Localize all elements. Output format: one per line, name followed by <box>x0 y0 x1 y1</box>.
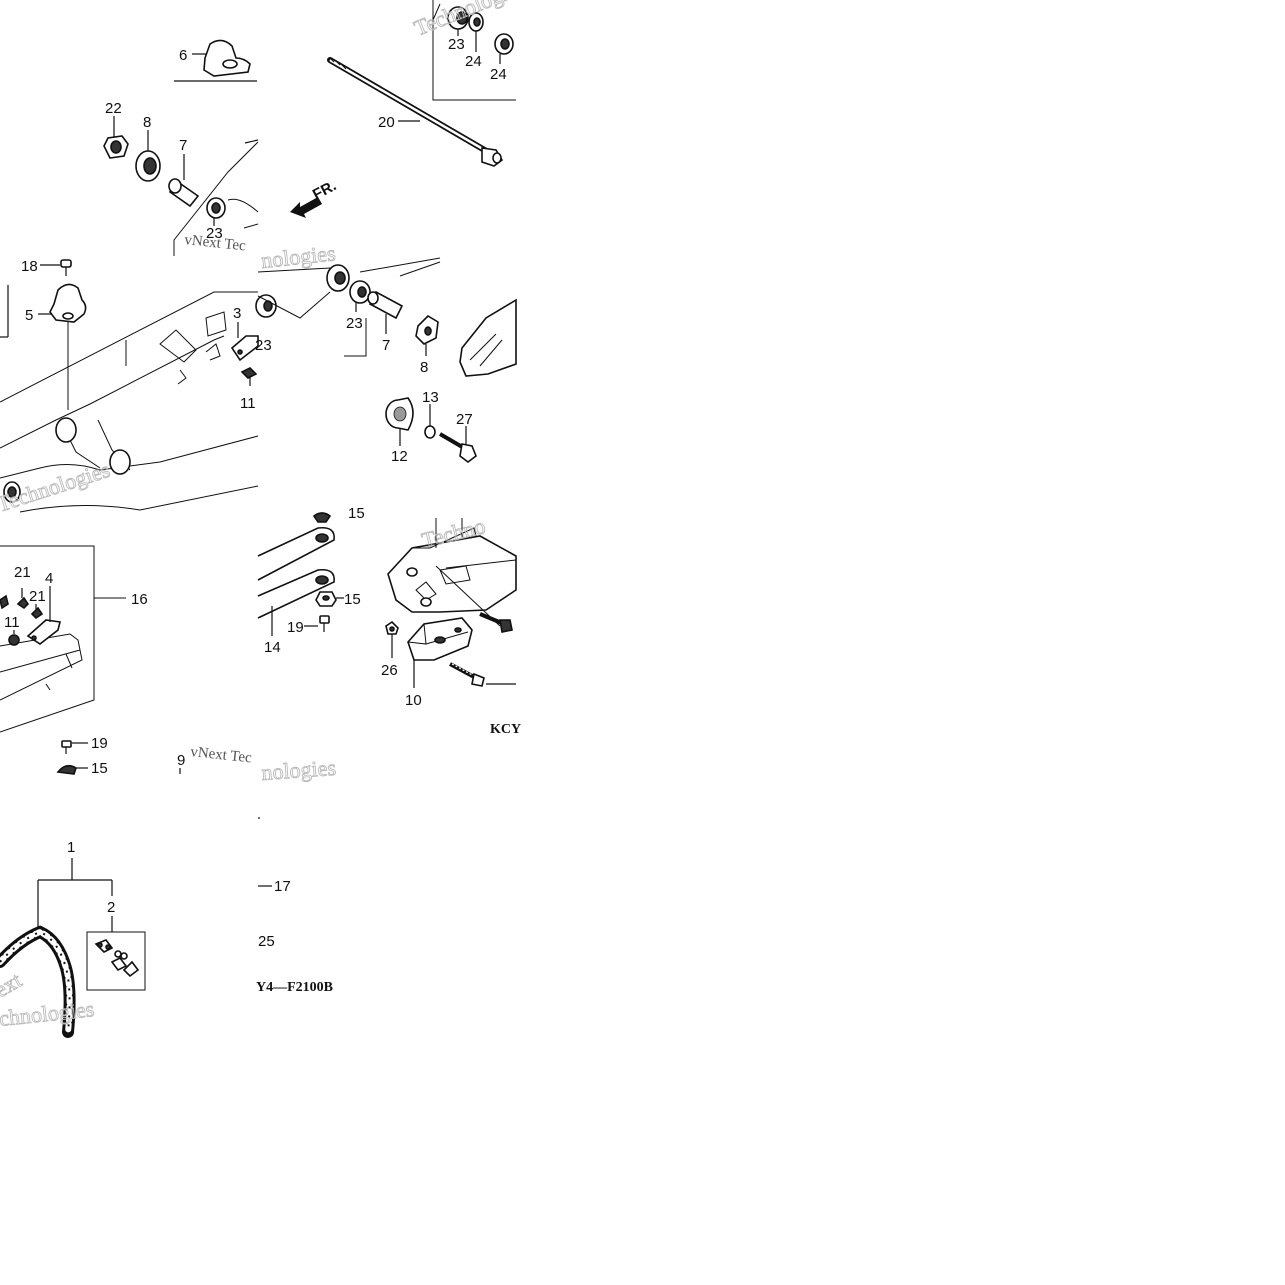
part-24-seal-top <box>468 12 484 52</box>
callout-23-mid-right: 23 <box>346 315 363 332</box>
diagram-code-top: KCY <box>490 722 521 737</box>
tile-top-right: FR. <box>290 0 516 218</box>
callout-24-top: 24 <box>465 53 482 70</box>
part-24-seal-top-2 <box>494 33 514 64</box>
part-14-adjuster <box>257 512 335 636</box>
part-19-bolt-lower <box>61 740 88 754</box>
part-23-bearing <box>206 197 226 226</box>
callout-18: 18 <box>21 258 38 275</box>
callout-20: 20 <box>378 114 395 131</box>
part-13-washer <box>424 404 436 439</box>
callout-11-upper: 11 <box>240 395 256 412</box>
watermark-1: Technologies <box>411 0 529 41</box>
callout-21-upper: 21 <box>14 564 31 581</box>
callout-labels: 1 2 3 4 5 6 7 7 8 8 9 10 11 11 12 13 14 … <box>4 36 507 950</box>
callout-11-lower: 11 <box>4 614 20 631</box>
part-5-clamp <box>38 283 127 410</box>
callout-27: 27 <box>456 411 473 428</box>
callout-19-left: 19 <box>91 735 108 752</box>
diagram-code-bottom: Y4—F2100B <box>256 980 333 995</box>
part-1-drive-chain <box>0 858 113 1038</box>
part-21-bolt <box>0 588 44 620</box>
part-8-seal <box>135 130 161 182</box>
part-10-slider <box>407 617 473 688</box>
watermark-4: Technologies <box>0 457 113 517</box>
part-12-roller <box>385 397 414 446</box>
callout-24-right: 24 <box>490 66 507 83</box>
callout-7-upper: 7 <box>179 137 187 154</box>
callout-4: 4 <box>45 570 53 587</box>
part-7-collar-right <box>367 290 404 334</box>
part-20-pivot-bolt <box>327 57 504 167</box>
part-15-nut-lower <box>56 764 88 775</box>
tile-lower-right <box>257 512 517 688</box>
part-18-bolt <box>40 259 72 276</box>
slider-bolt <box>449 662 516 687</box>
watermark-7: nologies <box>261 755 337 785</box>
tile-mid-right <box>257 257 517 463</box>
part-23-bearing-mid <box>255 294 277 318</box>
callout-23-top: 23 <box>448 36 465 53</box>
callout-2: 2 <box>107 899 115 916</box>
tile-bottom-left <box>0 858 146 1038</box>
callout-17: 17 <box>274 878 291 895</box>
callout-8-lower: 8 <box>420 359 428 376</box>
part-4-plate <box>26 586 61 645</box>
tile-lower-left <box>0 545 126 775</box>
callout-23-mid-left: 23 <box>255 337 272 354</box>
callout-5: 5 <box>25 307 33 324</box>
part-27-bolt <box>438 426 477 463</box>
part-22-nut <box>103 116 129 159</box>
callout-9: 9 <box>177 752 185 769</box>
callout-15-mid: 15 <box>344 591 361 608</box>
part-6-clamp <box>174 39 257 82</box>
part-23-bearing-right <box>349 280 371 312</box>
callout-13: 13 <box>422 389 439 406</box>
part-2-master-link <box>86 916 146 991</box>
watermark-8: ext <box>0 967 26 1002</box>
callout-8-upper: 8 <box>143 114 151 131</box>
callout-15-left: 15 <box>91 760 108 777</box>
callout-22: 22 <box>105 100 122 117</box>
callout-6: 6 <box>179 47 187 64</box>
callout-3: 3 <box>233 305 241 322</box>
part-8-seal-right <box>415 314 439 356</box>
chain-guide <box>387 518 517 633</box>
callout-12: 12 <box>391 448 408 465</box>
watermark-2: vNext Tec <box>184 232 247 254</box>
part-11-bolt <box>240 367 258 386</box>
part-3-plate <box>230 322 259 362</box>
part-26-nut <box>385 620 399 658</box>
callout-25: 25 <box>258 933 275 950</box>
callout-10: 10 <box>405 692 422 709</box>
front-direction-arrow: FR. <box>290 177 339 218</box>
callout-14: 14 <box>264 639 281 656</box>
part-7-collar <box>168 154 200 208</box>
callout-23-upper-left: 23 <box>206 225 223 242</box>
watermark-6: vNext Tec <box>190 744 253 766</box>
swingarm-pivot-outline <box>173 141 259 256</box>
part-15-nut <box>315 591 344 607</box>
callout-26: 26 <box>381 662 398 679</box>
chain-slider-fragment <box>459 298 517 377</box>
watermark-9: chnologies <box>0 996 95 1031</box>
part-19-bolt <box>304 615 330 632</box>
callout-21-lower: 21 <box>29 588 46 605</box>
watermarks: Technologies vNext Tec nologies Technolo… <box>0 0 529 1031</box>
callout-16: 16 <box>131 591 148 608</box>
tile-mid-left <box>0 259 277 513</box>
callout-7-lower: 7 <box>382 337 390 354</box>
callout-19-mid: 19 <box>287 619 304 636</box>
swingarm-body-outline <box>0 291 259 513</box>
part-23-bearing-top <box>447 6 469 36</box>
callout-15-top: 15 <box>348 505 365 522</box>
swingarm-rear-outline <box>0 633 83 701</box>
tile-top-left <box>103 39 259 256</box>
callout-1: 1 <box>67 839 75 856</box>
part-11-bolt-lower <box>8 630 20 646</box>
